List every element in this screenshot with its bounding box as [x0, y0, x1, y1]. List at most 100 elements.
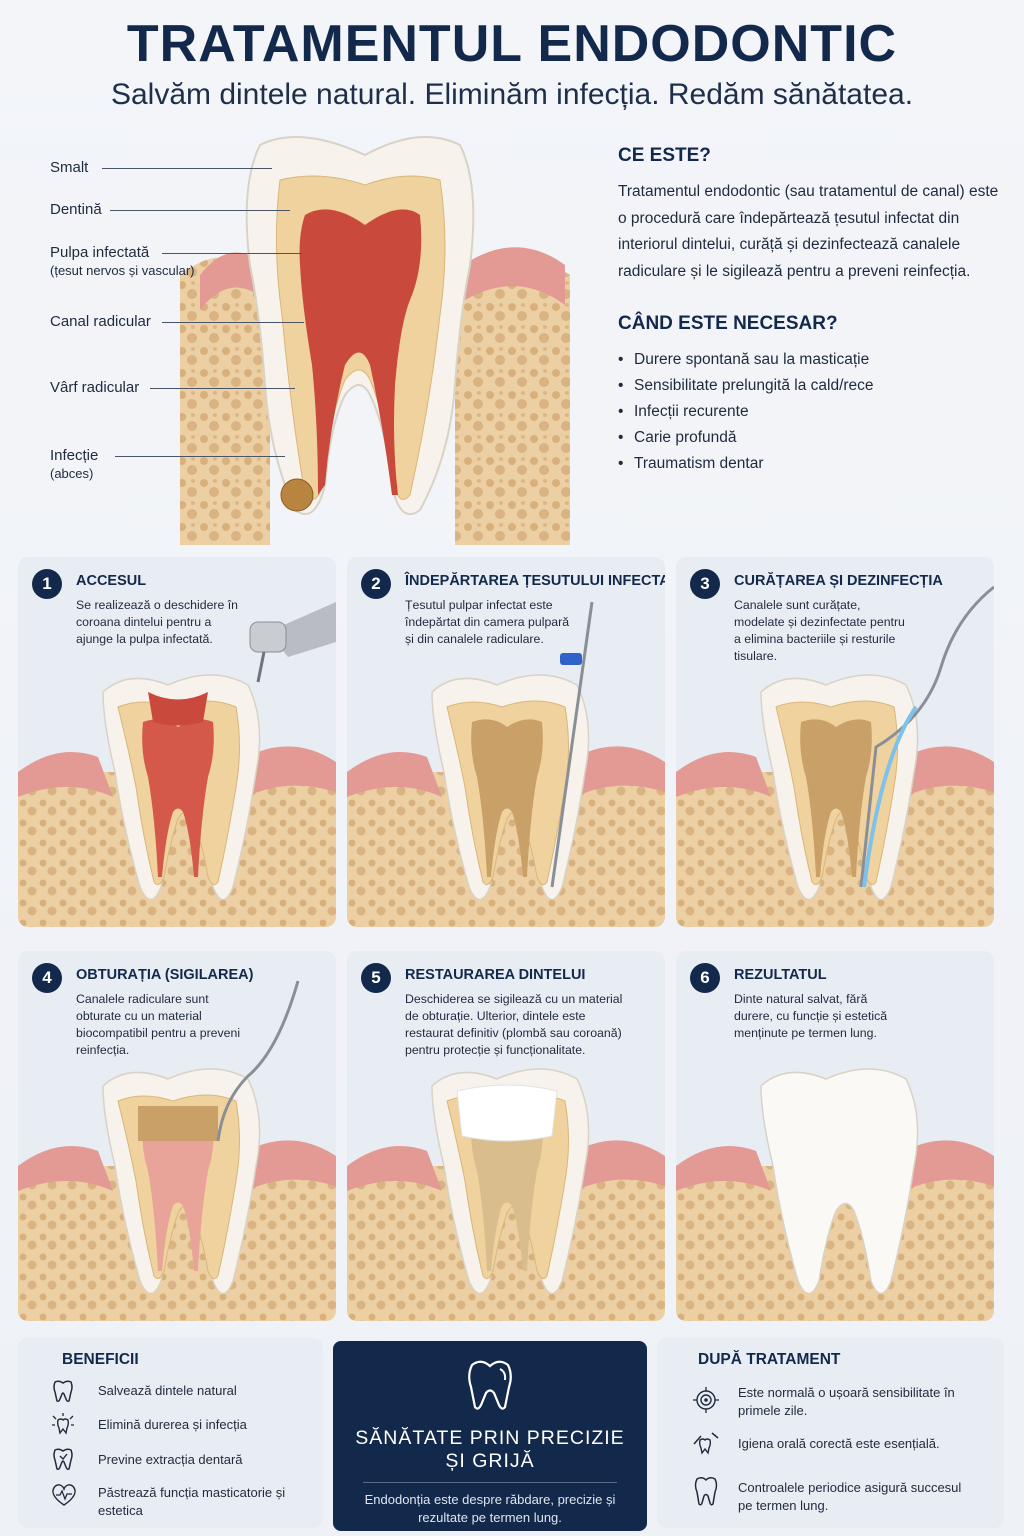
list-item: Carie profundă: [618, 425, 1008, 451]
leader-line: [115, 456, 285, 457]
after-title: DUPĂ TRATAMENT: [698, 1351, 841, 1368]
gum-right: [575, 746, 665, 797]
step-text: Canalele sunt curățate, modelate și dezi…: [734, 598, 905, 663]
endo-file: [550, 601, 594, 888]
step-illustration: [347, 1068, 665, 1321]
page-title: TRATAMENTUL ENDODONTIC: [126, 15, 898, 73]
gum-right: [450, 247, 565, 310]
plugger-instrument: [216, 980, 300, 1142]
benefits-title: BENEFICII: [62, 1351, 139, 1368]
tooth-icon: [53, 1380, 73, 1402]
leader-line: [110, 210, 290, 211]
step-number: 4: [32, 963, 62, 993]
protected-tooth-icon: [53, 1448, 73, 1470]
gum-right: [246, 1140, 336, 1191]
step-illustration: [676, 585, 994, 927]
step-title: CURĂȚAREA ȘI DEZINFECȚIA: [734, 573, 943, 589]
label-dentina: Dentină: [50, 201, 102, 218]
temporary-seal: [138, 1106, 218, 1141]
what-title: CE ESTE?: [618, 145, 711, 166]
sparkle-tooth-icon: [52, 1413, 74, 1435]
step-card-5: 5 RESTAURAREA DINTELUI Deschiderea se si…: [347, 951, 665, 1321]
when-title: CÂND ESTE NECESAR?: [618, 313, 838, 334]
gum-right: [904, 1140, 994, 1191]
step-card-2: 2 ÎNDEPĂRTAREA ȚESUTULUI INFECTAT Țesutu…: [347, 557, 665, 927]
list-item: Infecții recurente: [618, 399, 1008, 425]
benefit-item: Păstrează funcția masticatorie și esteti…: [98, 1485, 286, 1518]
leader-line: [162, 253, 302, 254]
benefit-item: Previne extracția dentară: [98, 1452, 243, 1467]
access-opening: [148, 692, 208, 726]
drill-bur: [256, 651, 266, 683]
after-item: Igiena orală corectă este esențială.: [738, 1436, 940, 1451]
benefit-item: Elimină durerea și infecția: [98, 1417, 247, 1432]
gum-left: [347, 1146, 442, 1191]
gum-right: [246, 746, 336, 797]
step-number: 3: [690, 569, 720, 599]
label-smalt: Smalt: [50, 159, 89, 176]
step-card-6: 6 REZULTATUL Dinte natural salvat, fără …: [676, 951, 994, 1321]
benefit-item: Salvează dintele natural: [98, 1383, 237, 1398]
step-card-4: 4 OBTURAȚIA (SIGILAREA) Canalele radicul…: [18, 951, 336, 1321]
step-number: 5: [361, 963, 391, 993]
step-number: 6: [690, 963, 720, 993]
gum-left: [676, 1146, 771, 1191]
pulp-infected: [299, 209, 422, 495]
tooth-outline-icon: [694, 1476, 718, 1506]
gum-left: [347, 752, 442, 797]
tooth-enamel: [760, 1068, 919, 1295]
pulp-chamber: [142, 1113, 214, 1271]
step-illustration: [18, 602, 336, 927]
leader-line: [150, 388, 295, 389]
list-item: Sensibilitate prelungită la cald/rece: [618, 373, 1008, 399]
label-pulpa: Pulpa infectată(țesut nervos și vascular…: [50, 244, 195, 278]
irrigation-needle: [859, 585, 994, 888]
step-text: Se realizează o deschidere în coroana di…: [76, 598, 239, 646]
tooth-anatomy-diagram: Smalt Dentină Pulpa infectată(țesut nerv…: [0, 125, 600, 545]
gum-left: [18, 1146, 113, 1191]
after-item: Este normală o ușoară sensibilitate în p…: [738, 1385, 955, 1418]
step-title: ACCESUL: [76, 573, 147, 589]
slogan-panel: SĂNĂTATE PRIN PRECIZIE ȘI GRIJĂ Endodonț…: [333, 1341, 647, 1531]
toothbrush-icon: [693, 1432, 719, 1455]
step-text: Țesutul pulpar infectat este îndepărtat …: [405, 598, 570, 646]
step-number: 1: [32, 569, 62, 599]
step-illustration: [18, 980, 336, 1321]
after-item: Controalele periodice asigură succesul p…: [738, 1480, 962, 1513]
label-canal: Canal radicular: [50, 313, 151, 330]
divider: [363, 1482, 617, 1483]
handpiece-head: [249, 621, 287, 653]
step-card-1: 1 ACCESUL Se realizează o deschidere în …: [18, 557, 336, 927]
pulp-chamber: [471, 1113, 543, 1271]
step-text: Dinte natural salvat, fără durere, cu fu…: [734, 992, 888, 1040]
pulp-chamber: [142, 719, 214, 877]
step-title: REZULTATUL: [734, 967, 827, 983]
what-text: Tratamentul endodontic (sau tratamentul …: [618, 183, 999, 280]
step-number: 2: [361, 569, 391, 599]
file-stopper: [560, 653, 582, 665]
pulp-chamber: [800, 719, 872, 877]
gum-right: [575, 1140, 665, 1191]
gum-right: [904, 746, 994, 797]
slogan-headline: SĂNĂTATE PRIN PRECIZIE ȘI GRIJĂ: [355, 1427, 625, 1472]
info-panel: CE ESTE? Tratamentul endodontic (sau tra…: [618, 145, 1008, 477]
step-illustration: [347, 601, 665, 927]
tooth-cross-section: [180, 136, 570, 545]
tooth-logo-icon: [468, 1360, 512, 1410]
list-item: Durere spontană sau la masticație: [618, 347, 1008, 373]
abscess: [280, 478, 314, 512]
leader-line: [162, 322, 304, 323]
step-illustration: [676, 1068, 994, 1321]
step-title: RESTAURAREA DINTELUI: [405, 967, 586, 983]
slogan-text: Endodonția este despre răbdare, precizie…: [364, 1492, 616, 1525]
page-subtitle: Salvăm dintele natural. Eliminăm infecți…: [110, 78, 914, 111]
after-treatment-panel: DUPĂ TRATAMENT Este normală o ușoară sen…: [657, 1338, 1004, 1528]
step-title: ÎNDEPĂRTAREA ȚESUTULUI INFECTAT: [405, 573, 665, 589]
step-title: OBTURAȚIA (SIGILAREA): [76, 967, 254, 983]
restoration-filling: [456, 1084, 558, 1142]
list-item: Traumatism dentar: [618, 451, 1008, 477]
step-text: Deschiderea se sigilează cu un material …: [405, 992, 623, 1057]
heartbeat-icon: [52, 1484, 76, 1506]
gum-left: [18, 752, 113, 797]
irrigant-flow: [862, 705, 918, 888]
